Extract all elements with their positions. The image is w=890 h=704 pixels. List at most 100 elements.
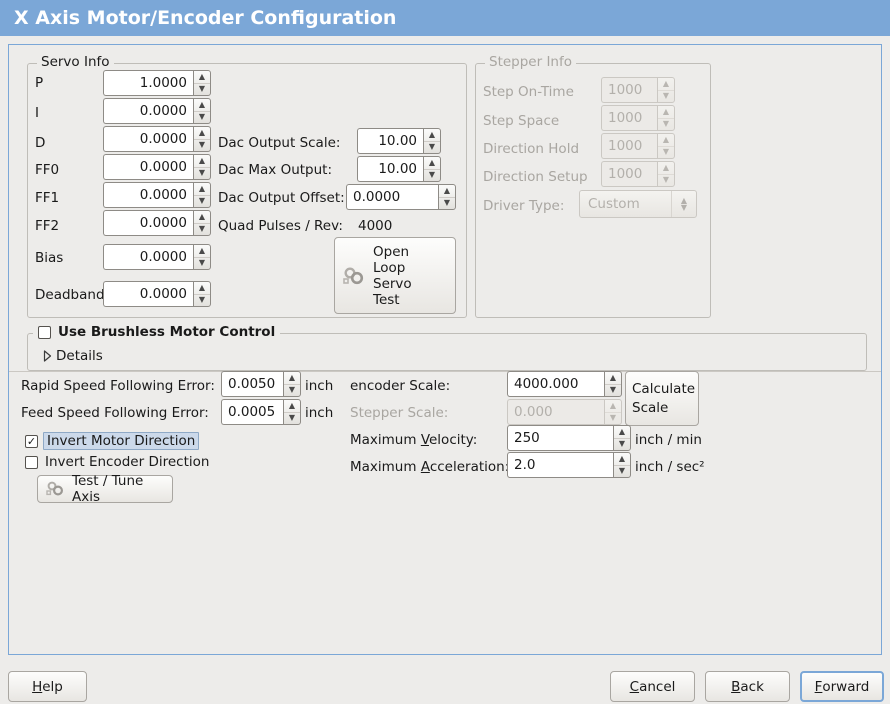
spin-up-icon[interactable]: ▲ (658, 134, 674, 147)
direction-setup-spinbutton[interactable]: 1000 ▲▼ (601, 161, 675, 187)
direction-setup-stepper[interactable]: ▲▼ (657, 161, 675, 187)
servo-bias-value[interactable]: 0.0000 (103, 244, 193, 270)
spin-up-icon[interactable]: ▲ (658, 78, 674, 91)
spin-up-icon[interactable]: ▲ (424, 129, 440, 142)
servo-d-stepper[interactable]: ▲▼ (193, 126, 211, 152)
spin-down-icon[interactable]: ▼ (662, 147, 670, 157)
servo-ff1-value[interactable]: 0.0000 (103, 182, 193, 208)
spin-down-icon[interactable]: ▼ (428, 170, 436, 180)
maximum-acceleration-stepper[interactable]: ▲▼ (613, 452, 631, 478)
direction-setup-value[interactable]: 1000 (601, 161, 657, 187)
feed-speed-following-error-spinbutton[interactable]: 0.0005 ▲▼ (221, 399, 301, 425)
servo-d-spinbutton[interactable]: 0.0000 ▲▼ (103, 126, 211, 152)
driver-type-combobox[interactable]: Custom ▲▼ (579, 190, 697, 218)
step-on-time-value[interactable]: 1000 (601, 77, 657, 103)
servo-i-value[interactable]: 0.0000 (103, 98, 193, 124)
encoder-scale-stepper[interactable]: ▲▼ (604, 371, 622, 397)
stepper-scale-spinbutton[interactable]: 0.000 ▲▼ (507, 399, 622, 425)
stepper-scale-value[interactable]: 0.000 (507, 399, 604, 425)
servo-ff2-spinbutton[interactable]: 0.0000 ▲▼ (103, 210, 211, 236)
chevron-right-icon[interactable] (36, 350, 52, 362)
servo-ff2-stepper[interactable]: ▲▼ (193, 210, 211, 236)
dac-max-output-value[interactable]: 10.00 (357, 156, 423, 182)
rapid-speed-following-error-value[interactable]: 0.0050 (221, 371, 283, 397)
servo-d-value[interactable]: 0.0000 (103, 126, 193, 152)
spin-down-icon[interactable]: ▼ (198, 112, 206, 122)
feed-speed-following-error-value[interactable]: 0.0005 (221, 399, 283, 425)
spin-down-icon[interactable]: ▼ (662, 175, 670, 185)
dac-output-scale-spinbutton[interactable]: 10.00 ▲▼ (357, 128, 441, 154)
use-brushless-motor-control-checkbox[interactable]: Use Brushless Motor Control (33, 324, 281, 340)
spin-down-icon[interactable]: ▼ (662, 119, 670, 129)
direction-hold-spinbutton[interactable]: 1000 ▲▼ (601, 133, 675, 159)
spin-up-icon[interactable]: ▲ (284, 400, 300, 413)
spin-down-icon[interactable]: ▼ (662, 91, 670, 101)
step-space-value[interactable]: 1000 (601, 105, 657, 131)
spin-down-icon[interactable]: ▼ (198, 168, 206, 178)
checkbox-box[interactable]: ✓ (25, 434, 38, 448)
servo-i-spinbutton[interactable]: 0.0000 ▲▼ (103, 98, 211, 124)
checkbox-box[interactable] (25, 455, 38, 469)
spin-up-icon[interactable]: ▲ (194, 71, 210, 84)
dac-max-output-spinbutton[interactable]: 10.00 ▲▼ (357, 156, 441, 182)
servo-deadband-spinbutton[interactable]: 0.0000 ▲▼ (103, 281, 211, 307)
spin-up-icon[interactable]: ▲ (194, 183, 210, 196)
maximum-velocity-value[interactable]: 250 (507, 425, 613, 451)
spin-up-icon[interactable]: ▲ (439, 185, 455, 198)
step-space-spinbutton[interactable]: 1000 ▲▼ (601, 105, 675, 131)
spin-up-icon[interactable]: ▲ (605, 400, 621, 413)
spin-up-icon[interactable]: ▲ (194, 282, 210, 295)
spin-up-icon[interactable]: ▲ (614, 426, 630, 439)
spin-up-icon[interactable]: ▲ (194, 211, 210, 224)
servo-p-value[interactable]: 1.0000 (103, 70, 193, 96)
spin-down-icon[interactable]: ▼ (198, 196, 206, 206)
spin-up-icon[interactable]: ▲ (194, 155, 210, 168)
spin-down-icon[interactable]: ▼ (198, 258, 206, 268)
open-loop-servo-test-button[interactable]: Open Loop Servo Test (334, 237, 456, 314)
spin-up-icon[interactable]: ▲ (658, 162, 674, 175)
dac-max-output-stepper[interactable]: ▲▼ (423, 156, 441, 182)
spin-down-icon[interactable]: ▼ (198, 224, 206, 234)
invert-motor-direction-checkbox[interactable]: ✓ Invert Motor Direction (25, 432, 200, 450)
servo-p-spinbutton[interactable]: 1.0000 ▲▼ (103, 70, 211, 96)
spin-down-icon[interactable]: ▼ (443, 198, 451, 208)
spin-down-icon[interactable]: ▼ (618, 439, 626, 449)
servo-deadband-stepper[interactable]: ▲▼ (193, 281, 211, 307)
chevron-updown-icon[interactable]: ▲▼ (671, 191, 696, 217)
dac-output-scale-value[interactable]: 10.00 (357, 128, 423, 154)
spin-down-icon[interactable]: ▼ (428, 142, 436, 152)
maximum-velocity-spinbutton[interactable]: 250 ▲▼ (507, 425, 631, 451)
direction-hold-value[interactable]: 1000 (601, 133, 657, 159)
servo-deadband-value[interactable]: 0.0000 (103, 281, 193, 307)
invert-encoder-direction-checkbox[interactable]: Invert Encoder Direction (25, 454, 209, 470)
spin-down-icon[interactable]: ▼ (198, 140, 206, 150)
servo-ff2-value[interactable]: 0.0000 (103, 210, 193, 236)
servo-p-stepper[interactable]: ▲▼ (193, 70, 211, 96)
spin-down-icon[interactable]: ▼ (288, 413, 296, 423)
maximum-acceleration-value[interactable]: 2.0 (507, 452, 613, 478)
spin-down-icon[interactable]: ▼ (288, 385, 296, 395)
step-on-time-spinbutton[interactable]: 1000 ▲▼ (601, 77, 675, 103)
rapid-speed-following-error-spinbutton[interactable]: 0.0050 ▲▼ (221, 371, 301, 397)
test-tune-axis-button[interactable]: Test / Tune Axis (37, 473, 173, 505)
maximum-velocity-stepper[interactable]: ▲▼ (613, 425, 631, 451)
spin-up-icon[interactable]: ▲ (194, 99, 210, 112)
encoder-scale-value[interactable]: 4000.000 (507, 371, 604, 397)
spin-down-icon[interactable]: ▼ (609, 385, 617, 395)
spin-down-icon[interactable]: ▼ (198, 84, 206, 94)
spin-up-icon[interactable]: ▲ (194, 127, 210, 140)
feed-speed-stepper[interactable]: ▲▼ (283, 399, 301, 425)
dac-output-offset-stepper[interactable]: ▲▼ (438, 184, 456, 210)
spin-down-icon[interactable]: ▼ (609, 413, 617, 423)
dac-output-scale-stepper[interactable]: ▲▼ (423, 128, 441, 154)
spin-down-icon[interactable]: ▼ (198, 295, 206, 305)
checkbox-box[interactable] (38, 325, 51, 339)
maximum-acceleration-spinbutton[interactable]: 2.0 ▲▼ (507, 452, 631, 478)
servo-bias-stepper[interactable]: ▲▼ (193, 244, 211, 270)
direction-hold-stepper[interactable]: ▲▼ (657, 133, 675, 159)
servo-i-stepper[interactable]: ▲▼ (193, 98, 211, 124)
